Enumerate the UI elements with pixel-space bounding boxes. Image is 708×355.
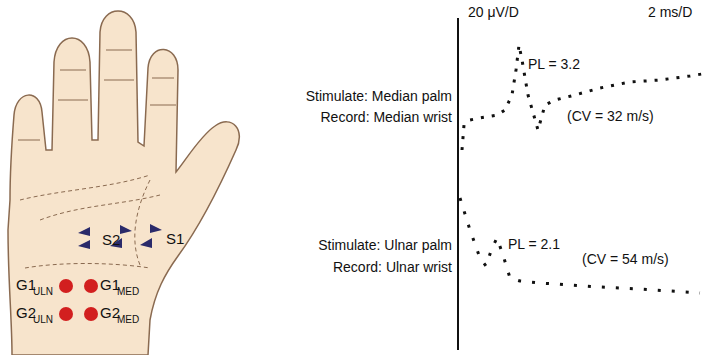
stimulus-site: Stimulate: Ulnar palm	[318, 237, 452, 253]
stimulation-point-label: S2	[102, 231, 120, 248]
hand-drawing	[8, 11, 239, 355]
axis-line	[457, 18, 459, 350]
recording-site: Record: Ulnar wrist	[333, 259, 452, 275]
electrode-dot	[59, 307, 73, 321]
electrode-subscript: MED	[117, 314, 139, 326]
peak-latency: PL = 2.1	[508, 236, 560, 252]
time-scale: 2 ms/D	[648, 4, 692, 20]
finger-creases	[18, 50, 176, 140]
recording-site: Record: Median wrist	[321, 109, 453, 125]
electrode-dot	[84, 307, 98, 321]
stim-arrow	[78, 240, 90, 249]
stim-arrow	[120, 225, 132, 234]
electrode-dot	[84, 279, 98, 293]
conduction-velocity: (CV = 54 m/s)	[582, 251, 669, 267]
electrode-subscript: ULN	[33, 286, 53, 298]
wrist-crease	[25, 264, 150, 269]
stimulator-marks	[78, 224, 162, 249]
amplitude-scale: 20 μV/D	[468, 4, 519, 20]
stimulus-site: Stimulate: Median palm	[306, 88, 452, 104]
stim-arrow	[140, 238, 152, 248]
palm-crease	[40, 195, 160, 220]
electrode-subscript: MED	[117, 286, 139, 298]
electrode-dot	[59, 279, 73, 293]
hand-outline	[8, 11, 239, 355]
median-trace	[462, 45, 702, 150]
palm-crease	[20, 175, 150, 200]
stim-arrow	[150, 224, 162, 233]
peak-latency: PL = 3.2	[528, 56, 580, 72]
conduction-velocity: (CV = 32 m/s)	[567, 108, 654, 124]
ulnar-trace	[460, 198, 700, 293]
electrode-subscript: ULN	[33, 314, 53, 326]
palm-crease	[135, 180, 150, 265]
stimulation-point-label: S1	[166, 230, 184, 247]
recording-electrodes	[59, 279, 98, 321]
stim-arrow	[78, 227, 90, 236]
